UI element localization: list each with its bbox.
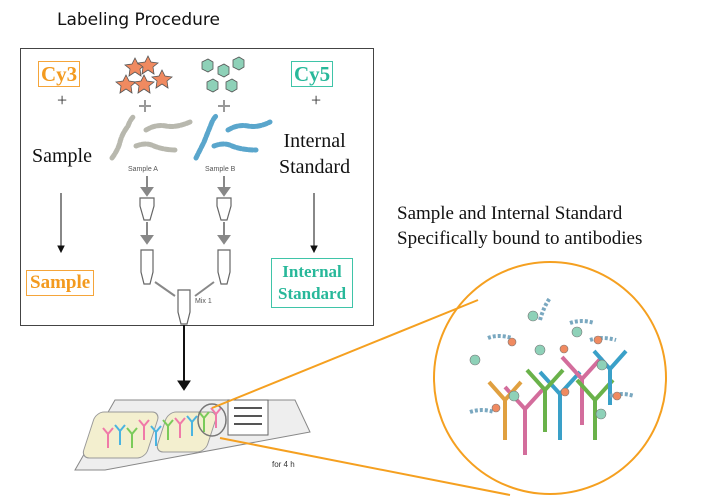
process-arrows xyxy=(140,176,231,297)
output-istd-line2: Standard xyxy=(278,284,347,303)
sample-b-caption: Sample B xyxy=(205,166,236,173)
plus-sign: + xyxy=(57,90,68,110)
sample-label: Sample xyxy=(32,145,92,167)
sample-a-proteins-icon xyxy=(109,113,193,161)
internal-standard-label: Internal Standard xyxy=(279,128,350,180)
output-internal-standard-label: Internal Standard xyxy=(271,258,354,308)
sample-b-proteins-icon xyxy=(193,113,273,161)
cy5-dye-hexagons-icon xyxy=(201,56,245,93)
plus-sign: + xyxy=(311,90,322,110)
mix-caption: Mix 1 xyxy=(195,298,212,305)
cy5-label: Cy5 xyxy=(291,61,334,87)
flow-arrows xyxy=(57,193,318,391)
antibody-chip-icon xyxy=(74,399,311,471)
labeling-panel xyxy=(20,48,374,326)
cy3-dye-stars-icon xyxy=(115,55,173,94)
zoomed-labels-icon xyxy=(469,310,622,420)
sample-a-caption: Sample A xyxy=(128,166,158,173)
zoom-callout-lines xyxy=(211,261,667,496)
cy3-label: Cy3 xyxy=(38,61,81,87)
binding-caption: Sample and Internal Standard Specificall… xyxy=(397,201,642,251)
zoom-circle xyxy=(433,261,667,495)
incubation-note: for 4 h xyxy=(272,460,295,469)
internal-standard-line2: Standard xyxy=(279,156,351,178)
output-sample-label: Sample xyxy=(26,270,95,296)
output-istd-line1: Internal xyxy=(282,262,342,281)
caption-line2: Specifically bound to antibodies xyxy=(397,228,643,249)
caption-line1: Sample and Internal Standard xyxy=(397,203,623,224)
page-title: Labeling Procedure xyxy=(57,10,220,30)
zoomed-antibodies-icon xyxy=(469,296,635,455)
sample-tube-icons xyxy=(139,197,232,325)
internal-standard-line1: Internal xyxy=(283,130,346,152)
plus-icons xyxy=(139,100,230,112)
